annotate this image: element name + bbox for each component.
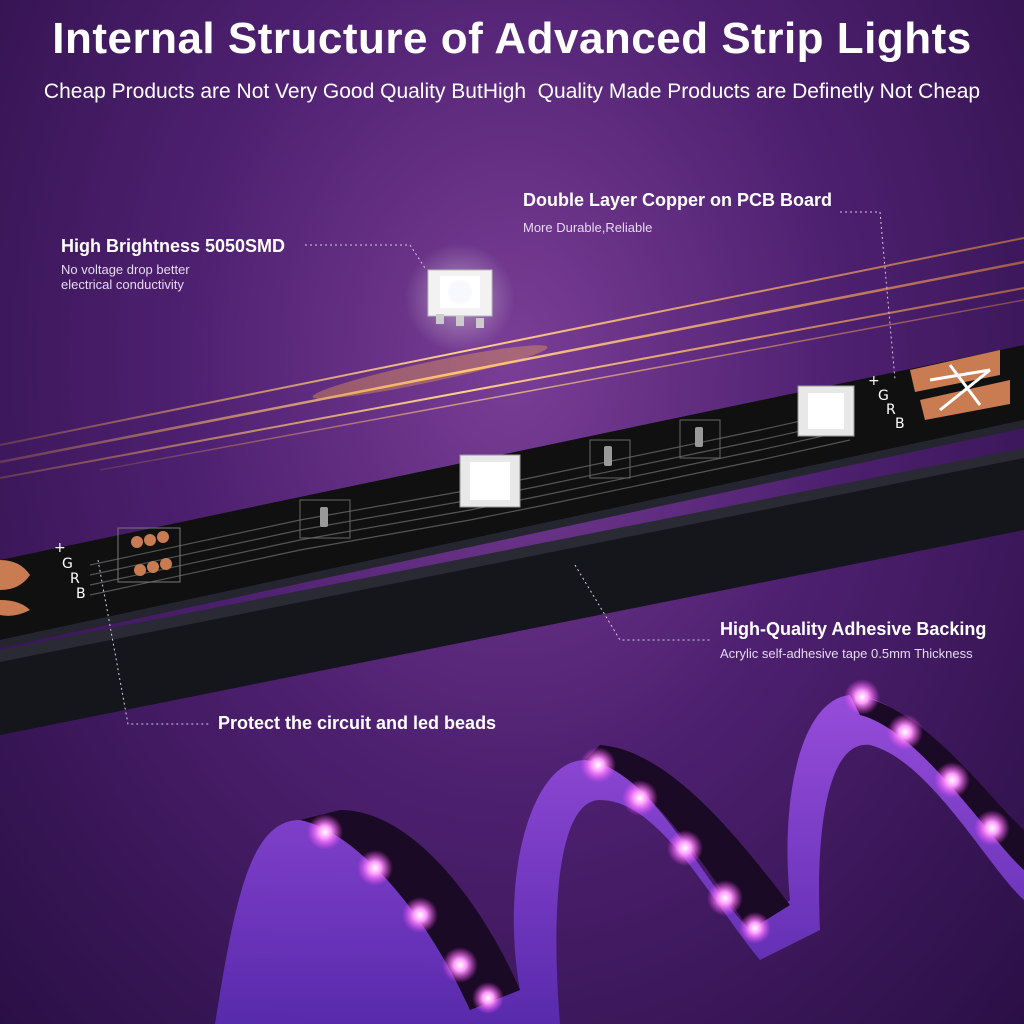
right-r-mark: R [886,402,896,418]
smd-5050-chip [405,243,515,353]
protective-casing [0,455,1024,735]
copper-desc: More Durable,Reliable [523,220,653,235]
right-b-mark: B [895,416,905,432]
callout-leaders [97,211,896,725]
brightness-heading: High Brightness 5050SMD [61,236,286,256]
adhesive-heading: High-Quality Adhesive Backing [720,619,987,639]
protect-heading: Protect the circuit and led beads [218,713,497,733]
copper-pads-right [910,350,1010,420]
copper-heading: Double Layer Copper on PCB Board [523,190,833,210]
brightness-desc-line2: electrical conductivity [61,277,184,292]
page-subtitle: Cheap Products are Not Very Good Quality… [43,80,981,103]
left-b-mark: B [76,586,86,602]
resistors [299,419,721,539]
right-g-mark: G [878,388,889,404]
light-beams [0,237,1024,479]
right-plus-mark: + [868,373,880,389]
led-chip-center [459,454,521,508]
adhesive-desc: Acrylic self-adhesive tape 0.5mm Thickne… [720,646,973,661]
copper-pads-left [0,560,30,616]
left-g-mark: G [62,556,73,572]
page-title: Internal Structure of Advanced Strip Lig… [52,14,972,63]
glowing-leds [307,679,1010,1014]
copper-pads-center-left [117,527,181,583]
led-chip-right [797,385,855,437]
left-plus-mark: + [54,540,66,556]
brightness-desc-line1: No voltage drop better [61,262,190,277]
left-r-mark: R [70,571,80,587]
